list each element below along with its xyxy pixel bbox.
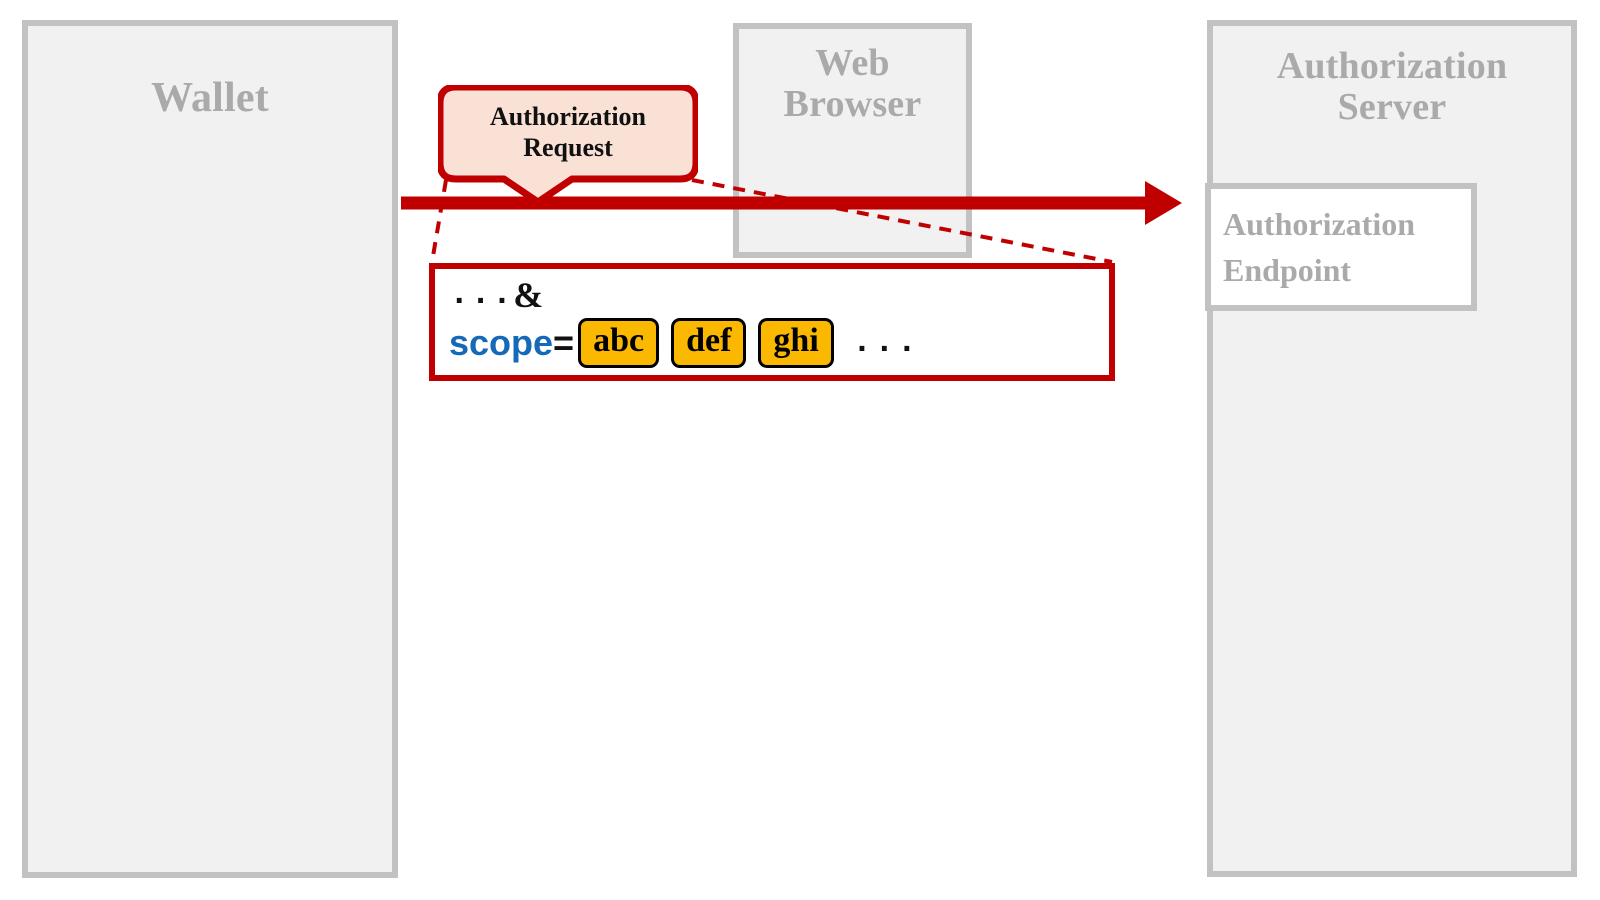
authorization-request-arrow-head (1145, 181, 1182, 225)
equals-sign: = (553, 322, 575, 363)
lane-web-browser-label: Web Browser (783, 42, 922, 126)
ampersand-separator: & (513, 275, 544, 315)
authorization-endpoint-box: Authorization Endpoint (1205, 183, 1477, 311)
lane-wallet-label: Wallet (151, 75, 269, 121)
scope-param-name: scope (449, 322, 554, 363)
scope-detail-line-1: ...& (449, 275, 1109, 315)
leading-ellipsis: ... (449, 276, 514, 314)
lane-authorization-server-label: Authorization Server (1276, 45, 1508, 129)
lane-wallet: Wallet (22, 20, 398, 878)
lane-web-browser: Web Browser (733, 23, 972, 258)
scope-value-chip[interactable]: ghi (758, 318, 834, 368)
authorization-request-callout-label: Authorization Request (490, 102, 646, 163)
scope-value-chip[interactable]: abc (578, 318, 660, 368)
authorization-request-callout: Authorization Request (436, 83, 700, 206)
trailing-ellipsis: ... (851, 324, 919, 362)
scope-detail-line-2: scope= abc def ghi ... (449, 315, 1109, 371)
authorization-endpoint-label: Authorization Endpoint (1223, 205, 1415, 288)
callout-bubble-shape (436, 83, 700, 206)
scope-value-chip[interactable]: def (671, 318, 747, 368)
scope-detail-box: ...& scope= abc def ghi ... (429, 263, 1115, 381)
lane-authorization-server: Authorization Server (1207, 20, 1577, 877)
